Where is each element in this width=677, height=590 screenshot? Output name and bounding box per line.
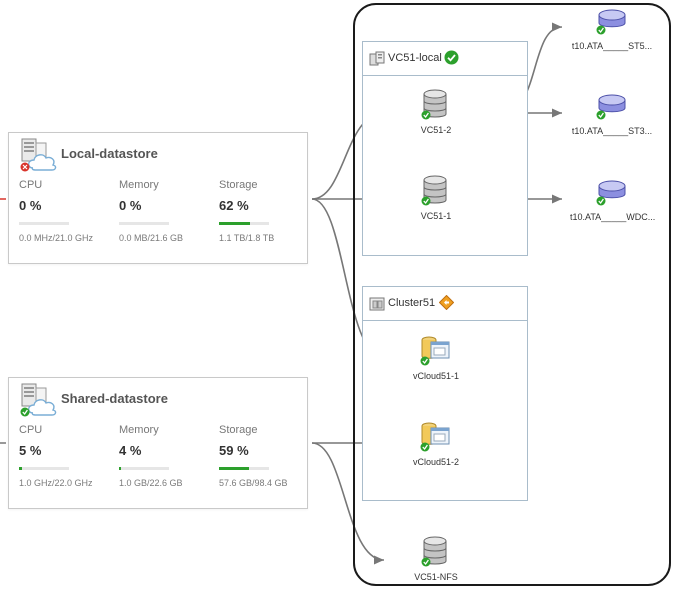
disk-label: t10.ATA_____ST3... bbox=[571, 126, 653, 136]
datastore-cloud-icon bbox=[19, 383, 59, 424]
cpu-detail: 1.0 GHz/22.0 GHz bbox=[19, 478, 93, 488]
host-node-vc51-2[interactable]: VC51-2 bbox=[406, 88, 466, 135]
cpu-metric: CPU 5 % 1.0 GHz/22.0 GHz bbox=[19, 424, 109, 488]
host-node-vc51-1[interactable]: VC51-1 bbox=[406, 174, 466, 221]
status-ok-icon bbox=[444, 50, 459, 70]
memory-label: Memory bbox=[119, 424, 159, 436]
cpu-bar bbox=[19, 467, 69, 470]
memory-detail: 0.0 MB/21.6 GB bbox=[119, 233, 184, 243]
storage-detail: 1.1 TB/1.8 TB bbox=[219, 233, 275, 243]
datastore-card-local[interactable]: Local-datastore CPU 0 % 0.0 MHz/21.0 GHz… bbox=[8, 132, 308, 264]
datastore-title: Local-datastore bbox=[61, 146, 158, 161]
storage-value: 62 % bbox=[219, 198, 249, 213]
server-database-icon bbox=[421, 175, 451, 210]
storage-label: Storage bbox=[219, 179, 258, 191]
disk-icon bbox=[596, 180, 628, 211]
cpu-detail: 0.0 MHz/21.0 GHz bbox=[19, 233, 94, 243]
vcloud-vm-icon bbox=[420, 336, 452, 370]
memory-detail: 1.0 GB/22.6 GB bbox=[119, 478, 183, 488]
disk-node-wdc[interactable]: t10.ATA_____WDC... bbox=[570, 179, 656, 222]
disk-label: t10.ATA_____WDC... bbox=[570, 212, 656, 222]
group-header: Cluster51 bbox=[363, 287, 527, 321]
memory-metric: Memory 0 % 0.0 MB/21.6 GB bbox=[119, 179, 209, 243]
infrastructure-container bbox=[353, 3, 671, 586]
host-node-vc51-nfs[interactable]: VC51-NFS bbox=[406, 535, 466, 582]
host-label: VC51-2 bbox=[420, 125, 452, 135]
datacenter-icon bbox=[369, 51, 385, 71]
storage-detail: 57.6 GB/98.4 GB bbox=[219, 478, 288, 488]
cpu-label: CPU bbox=[19, 179, 43, 191]
status-warning-icon bbox=[438, 294, 455, 315]
cpu-value: 0 % bbox=[19, 198, 42, 213]
memory-bar bbox=[119, 467, 169, 470]
group-title: Cluster51 bbox=[388, 297, 436, 309]
memory-bar bbox=[119, 222, 169, 225]
memory-value: 0 % bbox=[119, 198, 142, 213]
storage-bar bbox=[219, 222, 269, 225]
disk-label: t10.ATA_____ST5... bbox=[571, 41, 653, 51]
storage-metric: Storage 62 % 1.1 TB/1.8 TB bbox=[219, 179, 309, 243]
host-label: vCloud51-1 bbox=[412, 371, 460, 381]
cluster-icon bbox=[369, 296, 385, 316]
cpu-value: 5 % bbox=[19, 443, 42, 458]
group-header: VC51-local bbox=[363, 42, 527, 76]
storage-bar bbox=[219, 467, 269, 470]
host-node-vcloud51-1[interactable]: vCloud51-1 bbox=[406, 334, 466, 381]
storage-label: Storage bbox=[219, 424, 258, 436]
datastore-cloud-icon bbox=[19, 138, 59, 179]
server-database-icon bbox=[421, 536, 451, 571]
disk-icon bbox=[596, 94, 628, 125]
datastore-card-shared[interactable]: Shared-datastore CPU 5 % 1.0 GHz/22.0 GH… bbox=[8, 377, 308, 509]
cpu-bar bbox=[19, 222, 69, 225]
host-label: VC51-1 bbox=[420, 211, 452, 221]
storage-metric: Storage 59 % 57.6 GB/98.4 GB bbox=[219, 424, 309, 488]
disk-node-st5[interactable]: t10.ATA_____ST5... bbox=[570, 8, 654, 51]
memory-metric: Memory 4 % 1.0 GB/22.6 GB bbox=[119, 424, 209, 488]
host-node-vcloud51-2[interactable]: vCloud51-2 bbox=[406, 420, 466, 467]
datastore-title: Shared-datastore bbox=[61, 391, 168, 406]
storage-value: 59 % bbox=[219, 443, 249, 458]
cpu-label: CPU bbox=[19, 424, 43, 436]
group-vc51-local[interactable]: VC51-local bbox=[362, 41, 528, 256]
host-label: VC51-NFS bbox=[414, 572, 458, 582]
cpu-metric: CPU 0 % 0.0 MHz/21.0 GHz bbox=[19, 179, 109, 243]
server-database-icon bbox=[421, 89, 451, 124]
group-cluster51[interactable]: Cluster51 bbox=[362, 286, 528, 501]
vcloud-vm-icon bbox=[420, 422, 452, 456]
connector-shared-to-vc51-nfs bbox=[311, 442, 385, 565]
memory-label: Memory bbox=[119, 179, 159, 191]
memory-value: 4 % bbox=[119, 443, 142, 458]
disk-icon bbox=[596, 9, 628, 40]
disk-node-st3[interactable]: t10.ATA_____ST3... bbox=[570, 93, 654, 136]
group-title: VC51-local bbox=[388, 52, 442, 64]
host-label: vCloud51-2 bbox=[412, 457, 460, 467]
